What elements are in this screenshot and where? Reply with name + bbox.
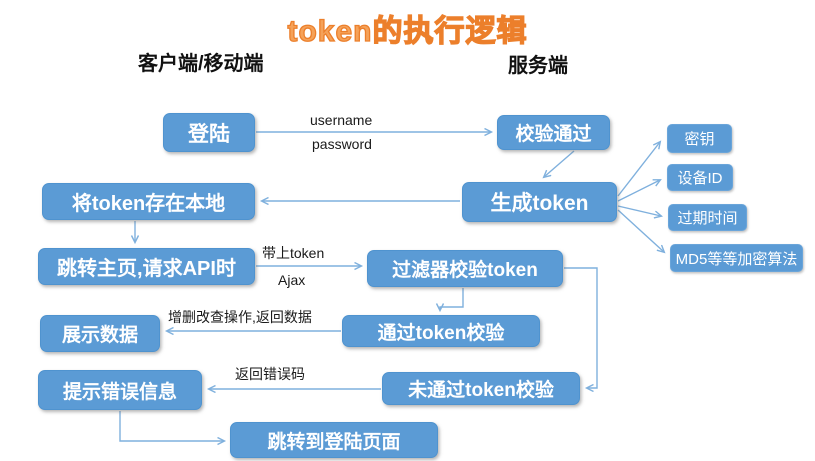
node-filter-verify-token: 过滤器校验token [367,250,563,287]
edge-filter-to-failverify [564,267,598,388]
diagram-title: token的执行逻辑 [287,14,528,48]
node-store-token-locally: 将token存在本地 [42,183,255,220]
node-device-id: 设备ID [667,164,733,191]
node-expire-time: 过期时间 [668,204,747,231]
edge-gentoken-to-deviceid [617,180,660,202]
node-show-error-message: 提示错误信息 [38,370,202,410]
edge-gentoken-to-secretkey [617,142,660,197]
edge-gentoken-to-md5 [617,209,664,252]
edge-label-password: password [312,136,372,152]
node-jump-home-request-api: 跳转主页,请求API时 [38,248,255,285]
node-show-data: 展示数据 [40,315,160,352]
column-header-client: 客户端/移动端 [138,53,264,75]
node-generate-token: 生成token [462,182,617,222]
node-md5-encryption: MD5等等加密算法 [670,244,803,272]
edge-errormsg-to-jumplogin [119,411,224,441]
edge-gentoken-to-expiretime [617,205,661,216]
node-verify-pass: 校验通过 [497,115,610,150]
column-header-server: 服务端 [508,55,568,77]
edge-verify-to-gentoken [544,150,575,177]
edge-label-crud-return-data: 增删改查操作,返回数据 [168,309,312,325]
node-secret-key: 密钥 [667,124,732,153]
edge-label-with-token: 带上token [262,245,325,261]
edge-label-return-error-code: 返回错误码 [235,366,305,382]
edge-label-ajax: Ajax [278,272,306,288]
edge-label-username: username [310,112,373,128]
node-jump-to-login-page: 跳转到登陆页面 [230,422,438,458]
edge-filter-to-passverify [440,288,464,310]
node-token-verify-passed: 通过token校验 [342,315,540,347]
node-token-verify-failed: 未通过token校验 [382,372,580,405]
node-login: 登陆 [163,113,255,152]
